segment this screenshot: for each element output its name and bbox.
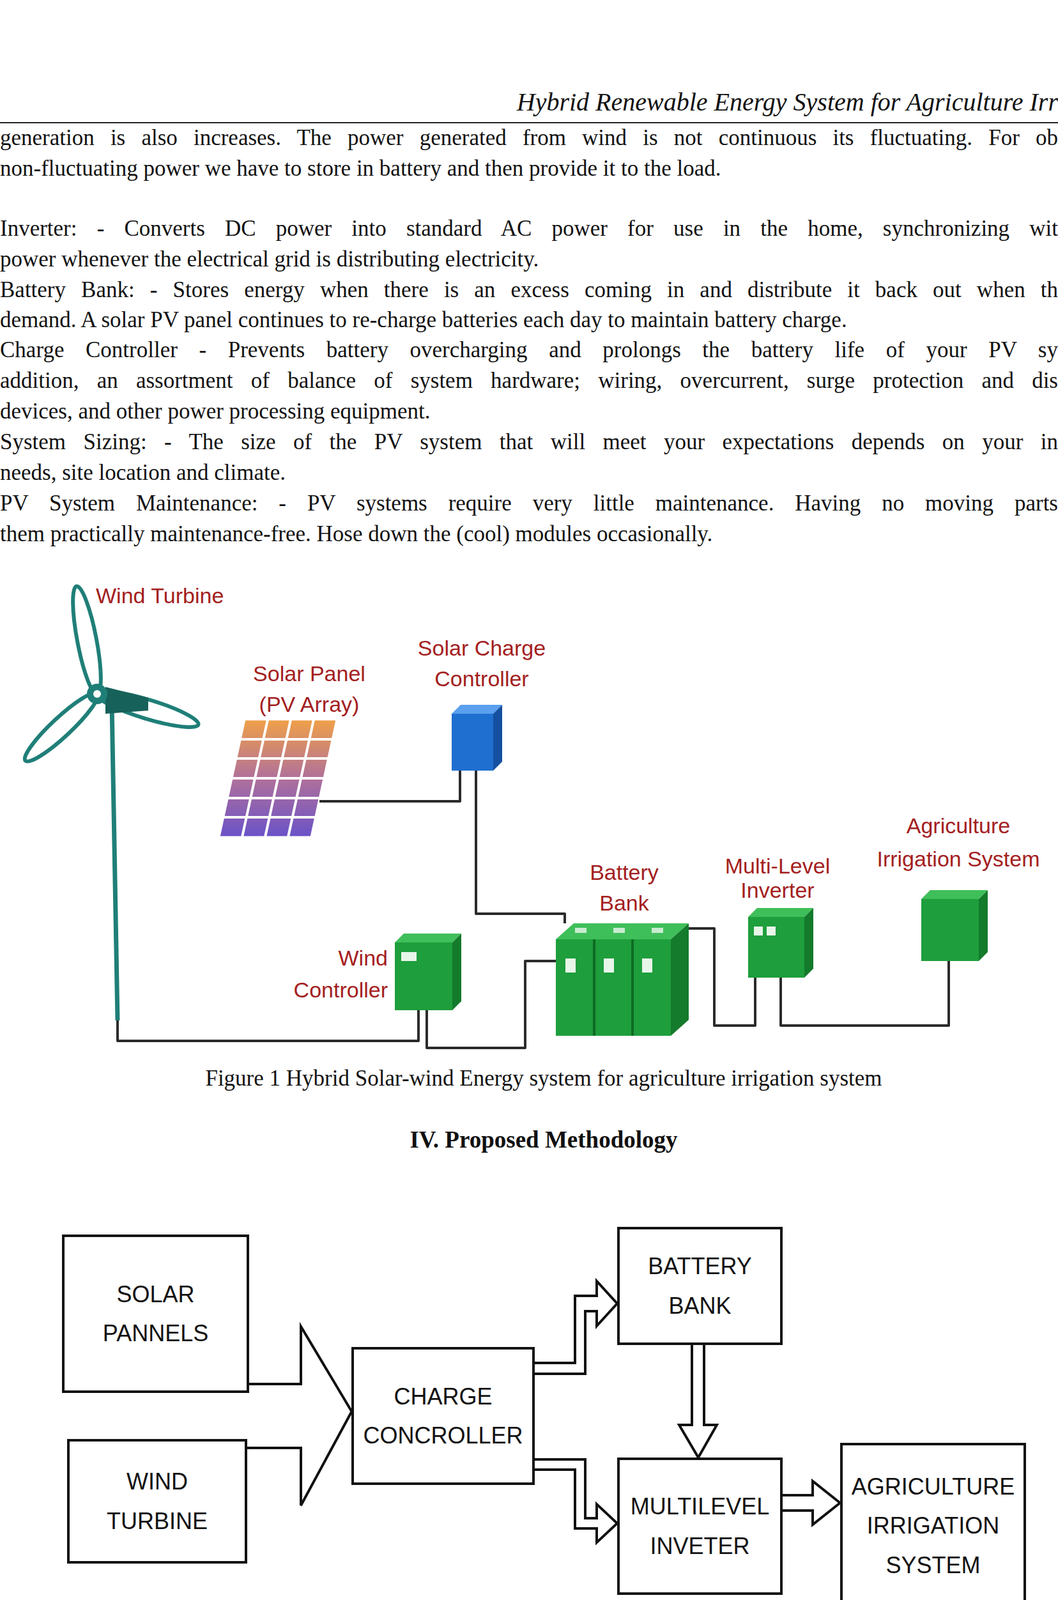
body-text-line: Charge Controller - Prevents battery ove…: [0, 334, 1058, 366]
body-text-line: demand. A solar PV panel continues to re…: [0, 304, 1058, 336]
process-box: WIND TURBINE: [67, 1438, 248, 1564]
wire: [426, 960, 556, 1048]
body-text-line: System Sizing: - The size of the PV syst…: [0, 426, 1058, 458]
wire: [117, 1010, 419, 1041]
component-label: Wind Controller: [247, 941, 388, 1006]
process-box: BATTERY BANK: [617, 1226, 783, 1345]
wind-turbine-drawing: [18, 584, 201, 1021]
figure-component: Multi-Level Inverter: [748, 907, 814, 978]
body-text-line: them practically maintenance-free. Hose …: [0, 518, 1058, 550]
figure-component: Wind Controller: [394, 933, 462, 1011]
section-heading: IV. Proposed Methodology: [273, 1124, 814, 1156]
irrigation-unit-drawing: [921, 889, 988, 961]
body-text-line: needs, site location and climate.: [0, 457, 1058, 489]
component-label: Solar Charge Controller: [401, 632, 562, 694]
figure-component: Agriculture Irrigation System: [921, 889, 988, 961]
body-text-line: non-fluctuating power we have to store i…: [0, 153, 1058, 184]
block-arrow: [249, 1326, 352, 1412]
box-label: AGRICULTURE IRRIGATION SYSTEM: [850, 1466, 1016, 1585]
body-text-line: PV System Maintenance: - PV systems requ…: [0, 488, 1058, 519]
figure-component: Solar Charge Controller: [451, 704, 503, 771]
wire: [475, 770, 565, 924]
box-label: CHARGE CONCROLLER: [361, 1376, 524, 1455]
body-text-line: generation is also increases. The power …: [0, 122, 1058, 154]
inverter-drawing: [748, 907, 814, 978]
figure-component: Solar Panel (PV Array): [219, 719, 320, 837]
body-text-line: power whenever the electrical grid is di…: [0, 244, 1058, 275]
solar-panel-drawing: [219, 719, 337, 837]
figure-caption: Figure 1 Hybrid Solar-wind Energy system…: [81, 1063, 1006, 1094]
charge-controller-drawing: [451, 704, 503, 771]
wire: [319, 770, 460, 802]
component-label: Wind Turbine: [95, 582, 262, 609]
figure-component: Battery Bank: [555, 923, 689, 1036]
body-text-line: addition, an assortment of balance of sy…: [0, 365, 1058, 397]
wire: [688, 928, 756, 1026]
box-label: MULTILEVEL INVETER: [627, 1486, 773, 1565]
box-label: SOLAR PANNELS: [72, 1274, 239, 1353]
wind-controller-drawing: [394, 933, 462, 1011]
running-header: Hybrid Renewable Energy System for Agric…: [383, 86, 1058, 118]
component-label: Agriculture Irrigation System: [865, 808, 1051, 876]
block-arrow: [247, 1411, 352, 1506]
block-arrow: [534, 1280, 618, 1374]
body-text-line: devices, and other power processing equi…: [0, 396, 1058, 427]
figure-component: Wind Turbine: [19, 578, 205, 1021]
block-arrow: [782, 1480, 841, 1525]
box-label: BATTERY BANK: [627, 1246, 773, 1325]
component-label: Solar Panel (PV Array): [235, 658, 383, 720]
body-text-line: Battery Bank: - Stores energy when there…: [0, 274, 1058, 306]
block-arrow: [534, 1459, 618, 1543]
box-label: WIND TURBINE: [77, 1461, 238, 1540]
battery-drawing: [555, 923, 689, 1036]
header-rule: [0, 122, 1058, 124]
body-text-line: Inverter: - Converts DC power into stand…: [0, 213, 1058, 245]
block-arrow: [679, 1344, 717, 1458]
process-box: AGRICULTURE IRRIGATION SYSTEM: [840, 1442, 1027, 1600]
process-box: CHARGE CONCROLLER: [351, 1346, 535, 1485]
process-box: MULTILEVEL INVETER: [617, 1457, 783, 1595]
component-label: Battery Bank: [566, 856, 682, 919]
wire: [780, 960, 949, 1026]
component-label: Multi-Level Inverter: [704, 853, 851, 903]
process-box: SOLAR PANNELS: [61, 1234, 250, 1393]
